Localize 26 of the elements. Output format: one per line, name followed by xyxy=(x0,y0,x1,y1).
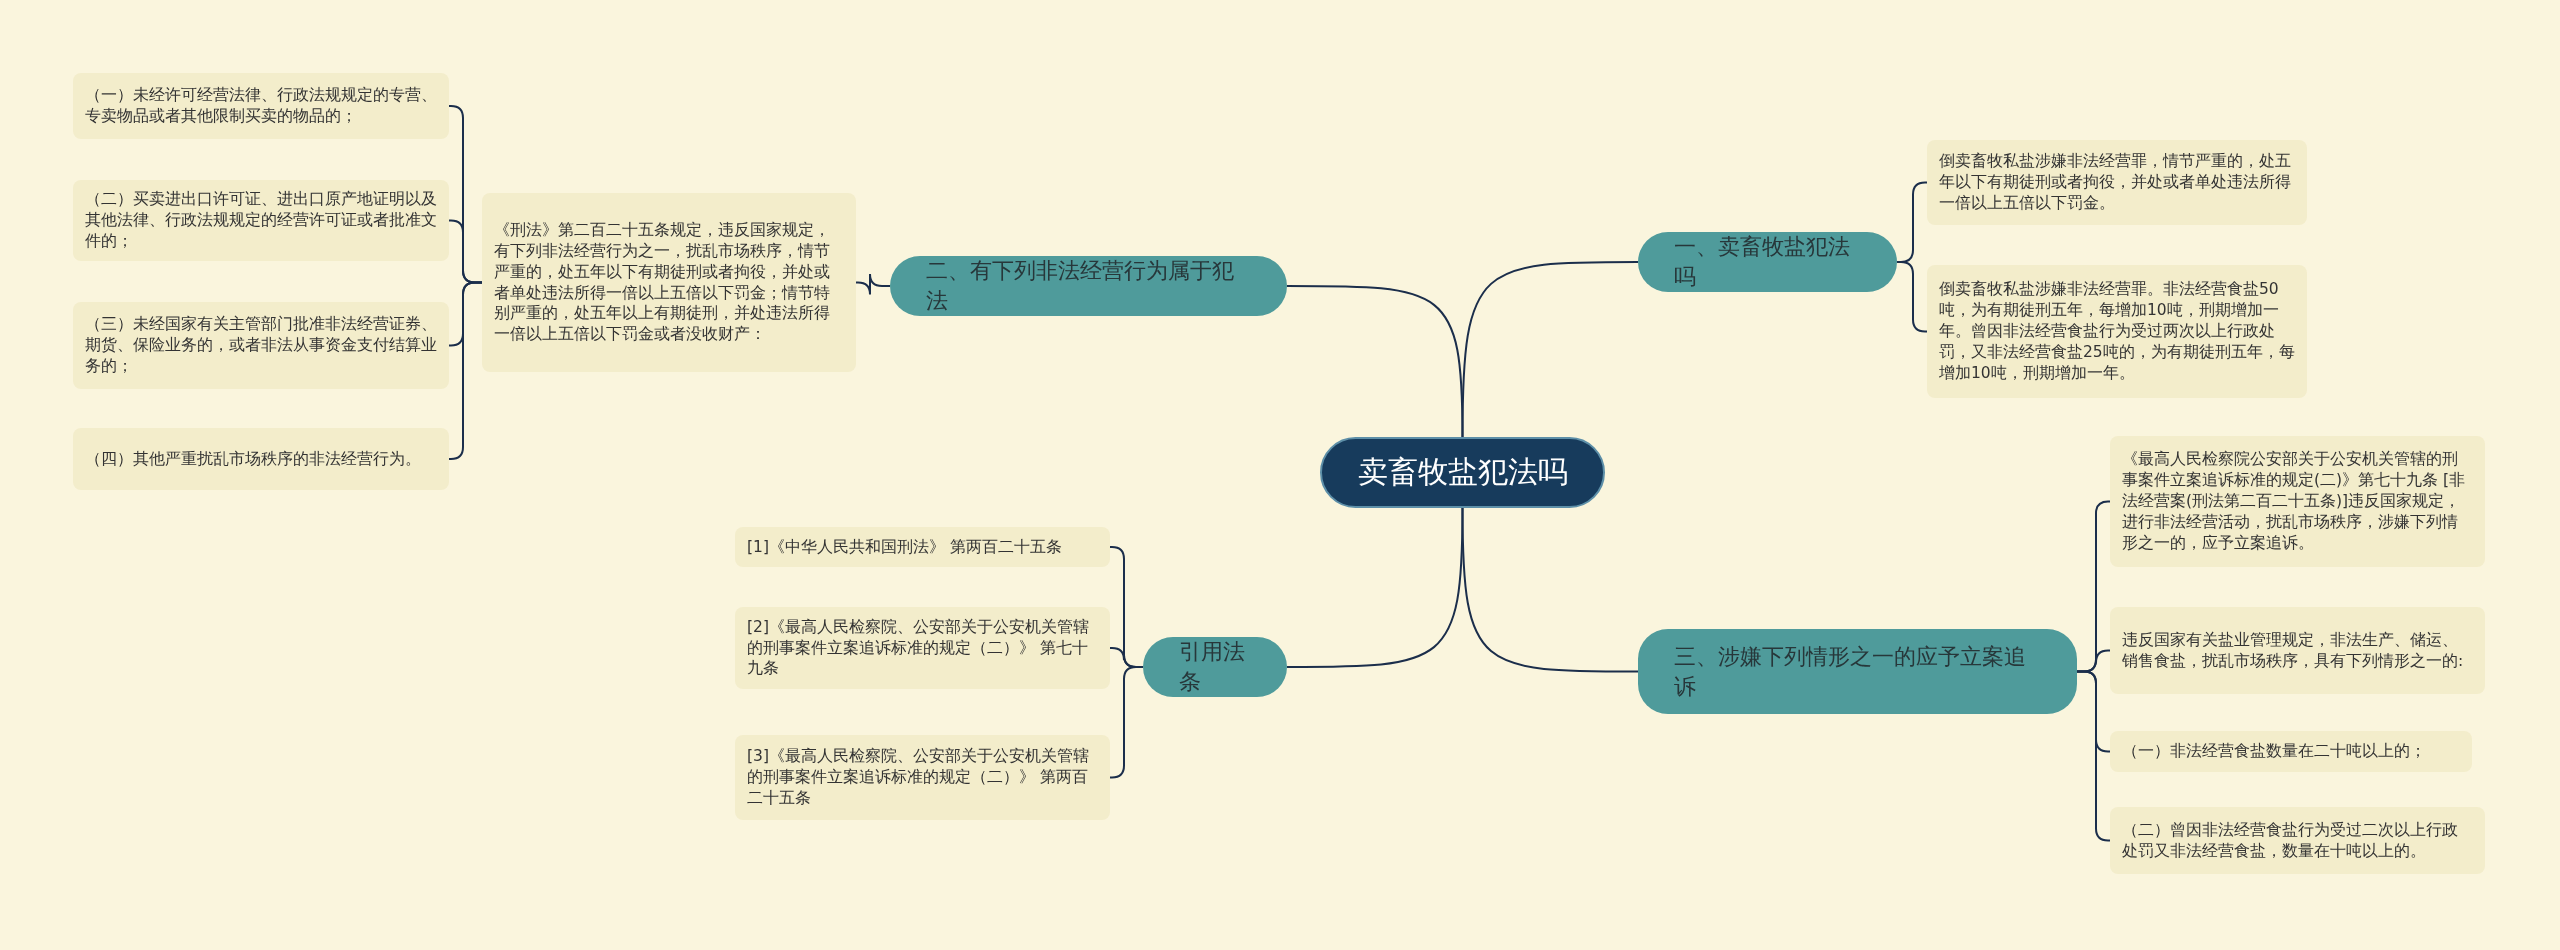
branch-topic: 一、卖畜牧盐犯法吗 xyxy=(1638,232,1897,292)
branch-topic: 二、有下列非法经营行为属于犯法 xyxy=(890,256,1287,316)
note-card: 倒卖畜牧私盐涉嫌非法经营罪。非法经营食盐50吨，为有期徒刑五年，每增加10吨，刑期增加一年。曾因非法经营食盐行为受过两次以上行政处罚，又非法经营食盐25吨的，为有期徒刑五年，每增加10吨，刑期增加一年。 xyxy=(1927,265,2307,398)
note-card: [1]《中华人民共和国刑法》 第两百二十五条 xyxy=(735,527,1110,567)
connector-line xyxy=(855,273,891,296)
branch-topic: 引用法条 xyxy=(1143,637,1287,697)
central-topic: 卖畜牧盐犯法吗 xyxy=(1320,437,1605,508)
note-card: （二）买卖进出口许可证、进出口原产地证明以及其他法律、行政法规规定的经营许可证或者批准文件的； xyxy=(73,180,449,261)
connector-line xyxy=(1461,507,1639,673)
note-card: [2]《最高人民检察院、公安部关于公安机关管辖的刑事案件立案追诉标准的规定（二）》 第七十九条 xyxy=(735,607,1110,689)
connector-line xyxy=(1286,285,1464,438)
note-card: 《最高人民检察院公安部关于公安机关管辖的刑事案件立案追诉标准的规定(二)》第七十九条 [非法经营案(刑法第二百二十五条)]违反国家规定，进行非法经营活动，扰乱市场秩序，涉嫌下列情形之一的，应予立案追诉。 xyxy=(2110,436,2485,567)
note-card: （四）其他严重扰乱市场秩序的非法经营行为。 xyxy=(73,428,449,490)
note-card: 《刑法》第二百二十五条规定，违反国家规定，有下列非法经营行为之一，扰乱市场秩序，情节严重的，处五年以下有期徒刑或者拘役，并处或者单处违法所得一倍以上五倍以下罚金；情节特别严重的，处五年以上有期徒刑，并处违法所得一倍以上五倍以下罚金或者没收财产： xyxy=(482,193,856,372)
note-card: （一）非法经营食盐数量在二十吨以上的； xyxy=(2110,731,2472,772)
branch-topic: 三、涉嫌下列情形之一的应予立案追诉 xyxy=(1638,629,2077,714)
note-card: （二）曾因非法经营食盐行为受过二次以上行政处罚又非法经营食盐，数量在十吨以上的。 xyxy=(2110,807,2485,874)
note-card: 违反国家有关盐业管理规定，非法生产、储运、销售食盐，扰乱市场秩序，具有下列情形之一的: xyxy=(2110,607,2485,694)
note-card: （三）未经国家有关主管部门批准非法经营证券、期货、保险业务的，或者非法从事资金支付结算业务的； xyxy=(73,302,449,389)
connector-line xyxy=(448,281,483,460)
note-card: [3]《最高人民检察院、公安部关于公安机关管辖的刑事案件立案追诉标准的规定（二）》 第两百二十五条 xyxy=(735,735,1110,820)
connector-line xyxy=(1286,507,1464,668)
connector-line xyxy=(2076,670,2111,842)
connector-line xyxy=(1109,666,1144,779)
note-card: （一）未经许可经营法律、行政法规规定的专营、专卖物品或者其他限制买卖的物品的； xyxy=(73,73,449,139)
note-card: 倒卖畜牧私盐涉嫌非法经营罪，情节严重的，处五年以下有期徒刑或者拘役，并处或者单处违法所得一倍以上五倍以下罚金。 xyxy=(1927,140,2307,225)
